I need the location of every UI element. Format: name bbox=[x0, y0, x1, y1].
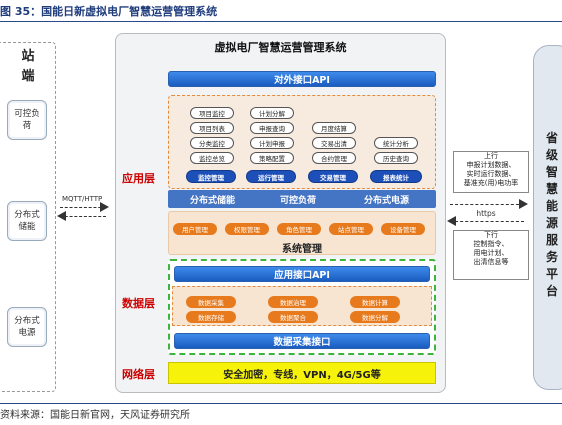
arrow-right-head-icon bbox=[100, 202, 109, 212]
monitoring-module: 监控管理 bbox=[186, 170, 236, 183]
uplink-note-line: 基准充(用)电功率 bbox=[463, 179, 519, 187]
arrow-left-line bbox=[450, 221, 524, 222]
app-api-bar: 应用接口API bbox=[174, 266, 430, 282]
permission-management-pill: 权限管理 bbox=[225, 223, 269, 235]
data-process-pill: 数据存储 bbox=[186, 311, 236, 323]
trading-module: 交易管理 bbox=[308, 170, 358, 183]
platform-char: 智 bbox=[545, 165, 558, 179]
platform-char: 能 bbox=[545, 199, 558, 213]
app-function-pill: 计划申报 bbox=[250, 137, 294, 149]
device-management-pill: 设备管理 bbox=[381, 223, 425, 235]
downlink-note: 下行 控制指令、 用电计划、 出清信息等 bbox=[453, 230, 529, 280]
data-process-pill: 数据聚合 bbox=[268, 311, 318, 323]
resource-generation: 分布式电源 bbox=[364, 196, 410, 206]
data-process-pill: 数据治理 bbox=[268, 296, 318, 308]
resource-storage: 分布式储能 bbox=[190, 196, 236, 206]
data-layer-label: 数据层 bbox=[122, 297, 155, 310]
platform-char: 台 bbox=[545, 284, 558, 298]
box-label-line: 荷 bbox=[22, 121, 32, 131]
app-function-pill: 历史查询 bbox=[374, 152, 418, 164]
app-function-pill: 监控总览 bbox=[190, 152, 234, 164]
data-process-pill: 数据采集 bbox=[186, 296, 236, 308]
platform-char: 省 bbox=[545, 131, 558, 145]
box-label-line: 可控负 bbox=[14, 109, 40, 119]
downlink-note-line: 下行 bbox=[484, 231, 498, 239]
figure-header: 图 35：国能日新虚拟电厂智慧运营管理系统 bbox=[0, 0, 562, 22]
station-title: 站 端 bbox=[8, 47, 48, 87]
report-module: 报表统计 bbox=[370, 170, 422, 183]
platform-char: 服 bbox=[545, 233, 558, 247]
app-function-pill: 统计分析 bbox=[374, 137, 418, 149]
https-protocol-label: https bbox=[476, 209, 496, 218]
data-collection-api-bar: 数据采集接口 bbox=[174, 333, 430, 349]
station-title-char: 站 bbox=[21, 49, 35, 64]
box-label-line: 分布式 bbox=[14, 210, 40, 220]
uplink-note-line: 上行 bbox=[484, 152, 498, 160]
arrow-left-head-icon bbox=[57, 211, 66, 221]
platform-char: 慧 bbox=[545, 182, 558, 196]
arrow-left-head-icon bbox=[447, 216, 456, 226]
platform-char: 源 bbox=[545, 216, 558, 230]
app-function-pill: 申报查询 bbox=[250, 122, 294, 134]
resource-type-bar: 分布式储能 可控负荷 分布式电源 bbox=[168, 190, 436, 208]
box-label-line: 分布式 bbox=[14, 316, 40, 326]
role-management-pill: 角色管理 bbox=[277, 223, 321, 235]
operation-module: 运行管理 bbox=[246, 170, 296, 183]
arrow-right-head-icon bbox=[519, 199, 528, 209]
system-management-title: 系统管理 bbox=[282, 244, 322, 255]
box-label-line: 电源 bbox=[18, 328, 36, 338]
external-api-bar: 对外接口API bbox=[168, 71, 436, 87]
app-layer-label: 应用层 bbox=[122, 172, 155, 185]
app-function-pill: 项目监控 bbox=[190, 107, 234, 119]
footer-rule bbox=[0, 403, 562, 404]
site-management-pill: 站点管理 bbox=[329, 223, 373, 235]
downlink-note-line: 用电计划、 bbox=[473, 249, 509, 257]
distributed-storage-box: 分布式储能 bbox=[7, 201, 47, 241]
provincial-platform-label: 省 级 智 慧 能 源 服 务 平 台 bbox=[535, 130, 562, 300]
controllable-load-box: 可控负荷 bbox=[7, 100, 47, 140]
platform-char: 平 bbox=[545, 267, 558, 281]
app-function-pill: 策略配置 bbox=[250, 152, 294, 164]
distributed-generation-box: 分布式电源 bbox=[7, 307, 47, 347]
uplink-note-line: 申报计划数据、 bbox=[466, 161, 516, 169]
station-title-char: 端 bbox=[21, 69, 35, 84]
figure-title: 图 35：国能日新虚拟电厂智慧运营管理系统 bbox=[0, 5, 218, 18]
network-layer-bar: 安全加密，专线，VPN，4G/5G等 bbox=[168, 362, 436, 384]
app-function-pill: 合约管理 bbox=[312, 152, 356, 164]
downlink-note-line: 出清信息等 bbox=[473, 258, 509, 266]
arrow-left-line bbox=[60, 216, 106, 217]
uplink-note-line: 实时运行数据、 bbox=[466, 170, 516, 178]
provincial-platform-panel bbox=[533, 45, 562, 390]
source-note: 资料来源：国能日新官网，天风证券研究所 bbox=[0, 410, 190, 421]
system-title: 虚拟电厂智慧运营管理系统 bbox=[214, 41, 347, 54]
data-process-pill: 数据计算 bbox=[350, 296, 400, 308]
app-function-pill: 交易出清 bbox=[312, 137, 356, 149]
downlink-note-line: 控制指令、 bbox=[473, 240, 509, 248]
box-label-line: 储能 bbox=[18, 222, 36, 232]
app-function-pill: 月度结算 bbox=[312, 122, 356, 134]
arrow-right-line bbox=[450, 204, 524, 205]
mqtt-protocol-label: MQTT/HTTP bbox=[62, 195, 103, 203]
resource-load: 可控负荷 bbox=[280, 196, 317, 206]
app-function-pill: 计划分解 bbox=[250, 107, 294, 119]
platform-char: 务 bbox=[545, 250, 558, 264]
data-process-pill: 数据分解 bbox=[350, 311, 400, 323]
app-function-pill: 分类监控 bbox=[190, 137, 234, 149]
network-layer-label: 网络层 bbox=[122, 368, 155, 381]
user-management-pill: 用户管理 bbox=[173, 223, 217, 235]
station-panel bbox=[0, 42, 56, 392]
arrow-right-line bbox=[60, 207, 106, 208]
uplink-note: 上行 申报计划数据、 实时运行数据、 基准充(用)电功率 bbox=[453, 151, 529, 193]
app-function-pill: 项目列表 bbox=[190, 122, 234, 134]
platform-char: 级 bbox=[545, 148, 558, 162]
